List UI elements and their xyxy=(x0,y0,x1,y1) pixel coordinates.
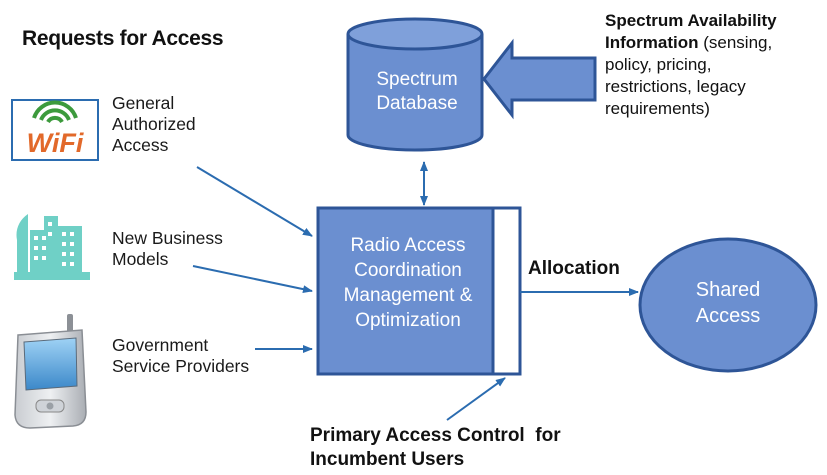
radio-access-label: Radio Access Coordination Management & O… xyxy=(322,233,494,333)
shared-access-node xyxy=(638,237,818,373)
allocation-label: Allocation xyxy=(528,258,620,279)
availability-title-line: Spectrum Availability xyxy=(605,11,777,30)
phone-icon xyxy=(14,314,87,429)
availability-title-line: Information xyxy=(605,33,699,53)
primary-access-control-label: Primary Access Control for Incumbent Use… xyxy=(310,424,630,472)
node-label-line: Coordination xyxy=(354,260,462,282)
wifi-icon: WiFi xyxy=(11,99,99,161)
request-label-general-authorized: General Authorized Access xyxy=(112,93,196,156)
availability-detail: (sensing, xyxy=(703,33,773,53)
node-label-line: Optimization xyxy=(355,310,461,332)
wifi-request-arrow xyxy=(196,166,313,237)
shared-access-label: Shared Access xyxy=(648,277,808,329)
request-label-line: New Business xyxy=(112,228,223,248)
node-label-line: Shared xyxy=(695,279,761,301)
request-label-line: General xyxy=(112,93,175,113)
requests-heading: Requests for Access xyxy=(22,27,224,50)
availability-detail: requirements) xyxy=(605,99,710,119)
request-label-line: Models xyxy=(112,249,169,269)
primary-control-line: Primary Access Control for xyxy=(310,425,561,446)
node-label-line: Radio Access xyxy=(350,235,466,256)
primary-control-line: Incumbent Users xyxy=(310,448,465,470)
city-buildings-icon xyxy=(14,214,90,280)
node-label-line: Management & xyxy=(343,285,473,307)
radio-access-node xyxy=(316,206,522,376)
availability-block-arrow xyxy=(482,38,597,120)
request-label-line: Access xyxy=(112,135,169,155)
request-label-new-business: New Business Models xyxy=(112,228,223,270)
availability-info-label: Spectrum Availability Information (sensi… xyxy=(605,10,827,120)
business-request-arrow xyxy=(192,265,313,294)
availability-detail: policy, pricing, xyxy=(605,55,712,75)
request-label-line: Authorized xyxy=(112,114,196,134)
node-label-line: Spectrum xyxy=(376,69,458,90)
wifi-logo-text: WiFi xyxy=(27,128,84,158)
node-label-line: Database xyxy=(376,92,458,114)
spectrum-database-node xyxy=(346,17,484,152)
request-label-government: Government Service Providers xyxy=(112,335,249,377)
spectrum-database-label: Spectrum Database xyxy=(354,68,480,116)
request-label-line: Service Providers xyxy=(112,356,250,376)
node-label-line: Access xyxy=(695,305,761,327)
availability-detail: restrictions, legacy xyxy=(605,77,746,97)
primary-control-arrow xyxy=(446,377,506,421)
request-label-line: Government xyxy=(112,335,209,355)
